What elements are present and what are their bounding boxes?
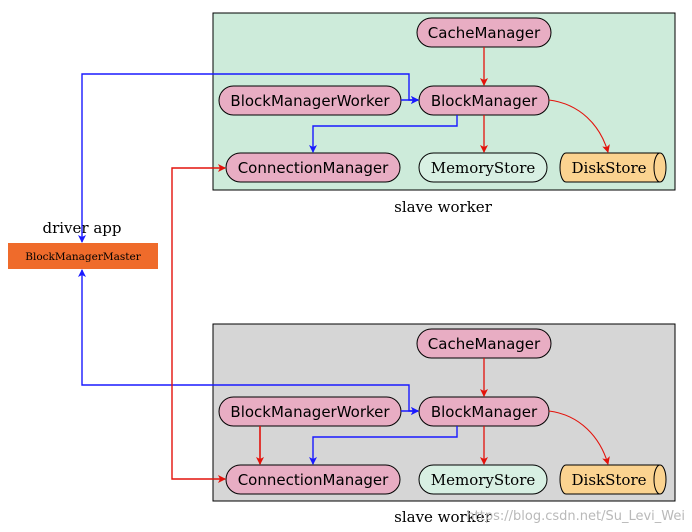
worker-2-memory-store-label: MemoryStore bbox=[431, 471, 536, 489]
worker-2-cache-manager-label: CacheManager bbox=[428, 335, 541, 353]
worker-1-block-manager-label: BlockManager bbox=[431, 92, 538, 110]
worker-2-block-manager-worker: BlockManagerWorker bbox=[218, 396, 402, 427]
worker-2-arrow-block-to-disk bbox=[548, 410, 610, 465]
arrow-master-to-worker-2-block-manager bbox=[78, 269, 419, 415]
worker-2-connection-manager: ConnectionManager bbox=[225, 464, 401, 495]
driver-app-group: driver app BlockManagerMaster bbox=[8, 219, 158, 269]
worker-2-disk-store: DiskStore bbox=[559, 464, 667, 495]
worker-1-block-manager: BlockManager bbox=[418, 85, 550, 116]
worker-1-block-manager-worker-label: BlockManagerWorker bbox=[230, 92, 390, 110]
worker-2-connection-manager-label: ConnectionManager bbox=[238, 471, 389, 489]
worker-2-block-manager-label: BlockManager bbox=[431, 403, 538, 421]
arrow-connection-manager-link bbox=[171, 164, 226, 483]
worker-1-cache-manager: CacheManager bbox=[416, 17, 552, 48]
worker-1-memory-store-label: MemoryStore bbox=[431, 159, 536, 177]
worker-2-label: slave worker bbox=[394, 508, 493, 526]
worker-1-block-manager-worker: BlockManagerWorker bbox=[218, 85, 402, 116]
block-manager-master-label: BlockManagerMaster bbox=[25, 251, 141, 263]
arrow-master-to-worker-1-block-manager bbox=[78, 73, 419, 243]
worker-2-block-manager-worker-label: BlockManagerWorker bbox=[230, 403, 390, 421]
worker-2-block-manager: BlockManager bbox=[418, 396, 550, 427]
worker-2-memory-store: MemoryStore bbox=[418, 464, 548, 495]
worker-1-connection-manager-label: ConnectionManager bbox=[238, 159, 389, 177]
block-manager-master-box bbox=[8, 243, 158, 269]
worker-1-disk-store-label: DiskStore bbox=[572, 159, 647, 177]
watermark-text: https://blog.csdn.net/Su_Levi_Wei bbox=[466, 509, 685, 524]
worker-1-arrow-block-to-disk bbox=[548, 99, 610, 153]
worker-1-group: slave worker CacheManager BlockManagerWo… bbox=[212, 12, 676, 216]
worker-2-arrow-block-to-connection bbox=[309, 426, 458, 465]
worker-1-label: slave worker bbox=[394, 198, 493, 216]
worker-1-connection-manager: ConnectionManager bbox=[225, 152, 401, 183]
worker-2-cache-manager: CacheManager bbox=[416, 328, 552, 359]
worker-2-disk-store-label: DiskStore bbox=[572, 471, 647, 489]
worker-2-group: slave worker CacheManager BlockManagerWo… bbox=[212, 323, 676, 526]
worker-1-disk-store: DiskStore bbox=[559, 152, 667, 183]
worker-1-cache-manager-label: CacheManager bbox=[428, 24, 541, 42]
worker-1-memory-store: MemoryStore bbox=[418, 152, 548, 183]
